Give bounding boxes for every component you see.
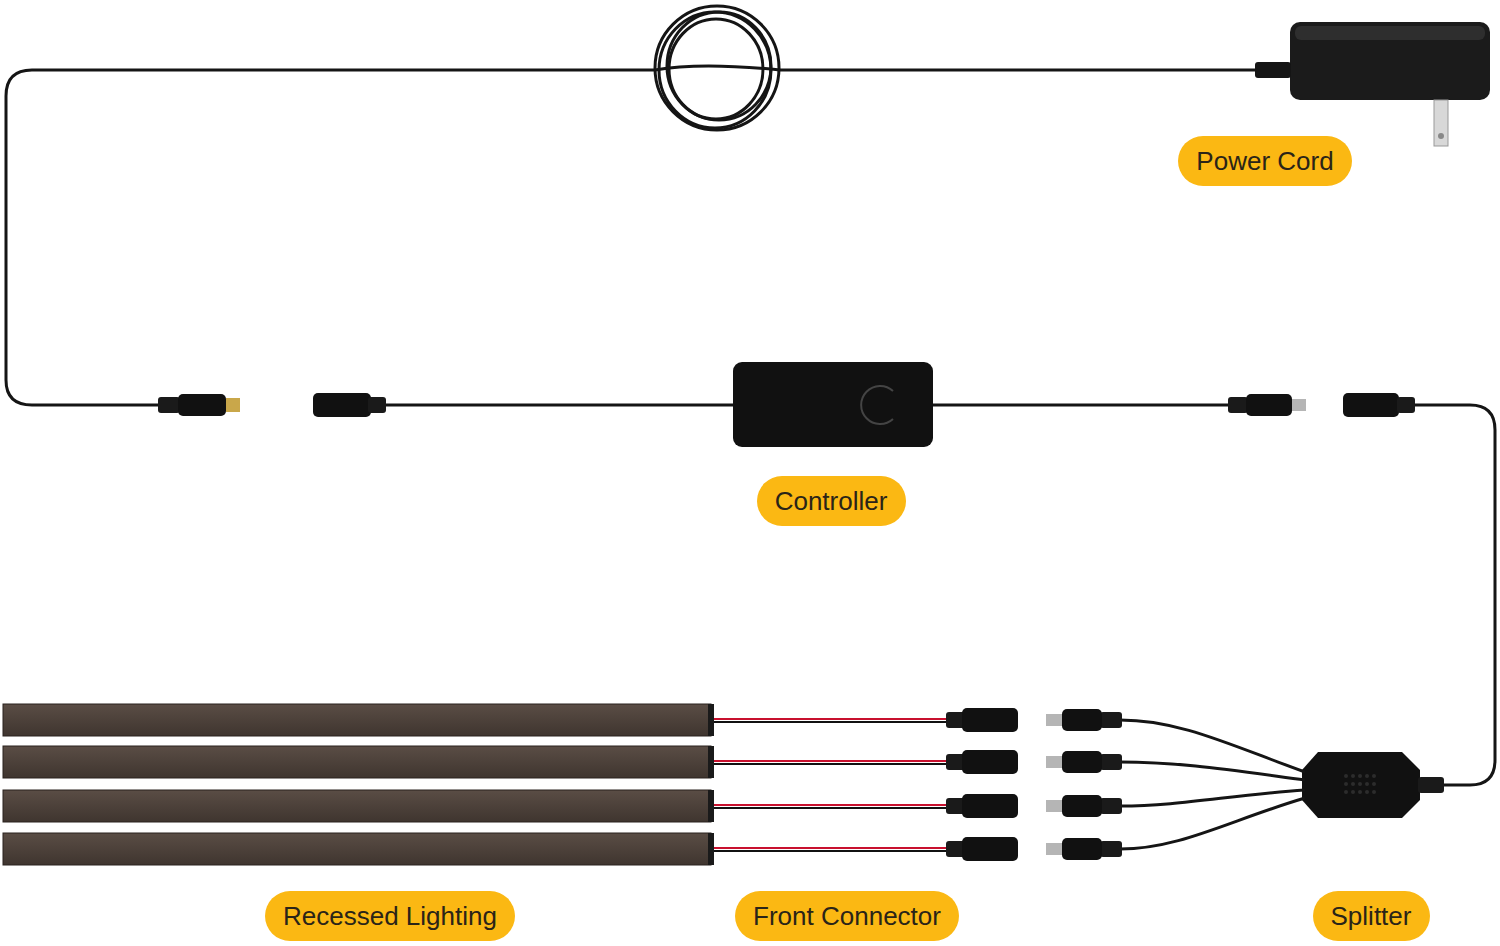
dc-plug xyxy=(158,394,240,416)
part-label-pill: Power Cord xyxy=(1178,136,1352,186)
light-bar xyxy=(3,704,714,865)
controller-cable xyxy=(313,362,1306,447)
part-name: Recessed Lighting xyxy=(283,903,497,929)
lead-wire xyxy=(714,719,948,851)
part-name: Power Cord xyxy=(1196,148,1333,174)
part-label-pill: Recessed Lighting xyxy=(265,891,515,941)
part-label-pill: Front Connector xyxy=(735,891,959,941)
part-label-pill: Splitter xyxy=(1313,891,1430,941)
female-connector xyxy=(946,708,1018,861)
power-adapter xyxy=(1255,22,1490,146)
power-cable xyxy=(6,6,1255,405)
part-name: Splitter xyxy=(1331,903,1412,929)
splitter-hub xyxy=(1302,752,1444,818)
part-name: Controller xyxy=(775,488,888,514)
male-plug xyxy=(1046,709,1122,860)
part-label-pill: Controller xyxy=(757,476,906,526)
splitter-branch xyxy=(1120,720,1305,849)
part-name: Front Connector xyxy=(753,903,941,929)
splitter-cable xyxy=(1343,393,1495,785)
